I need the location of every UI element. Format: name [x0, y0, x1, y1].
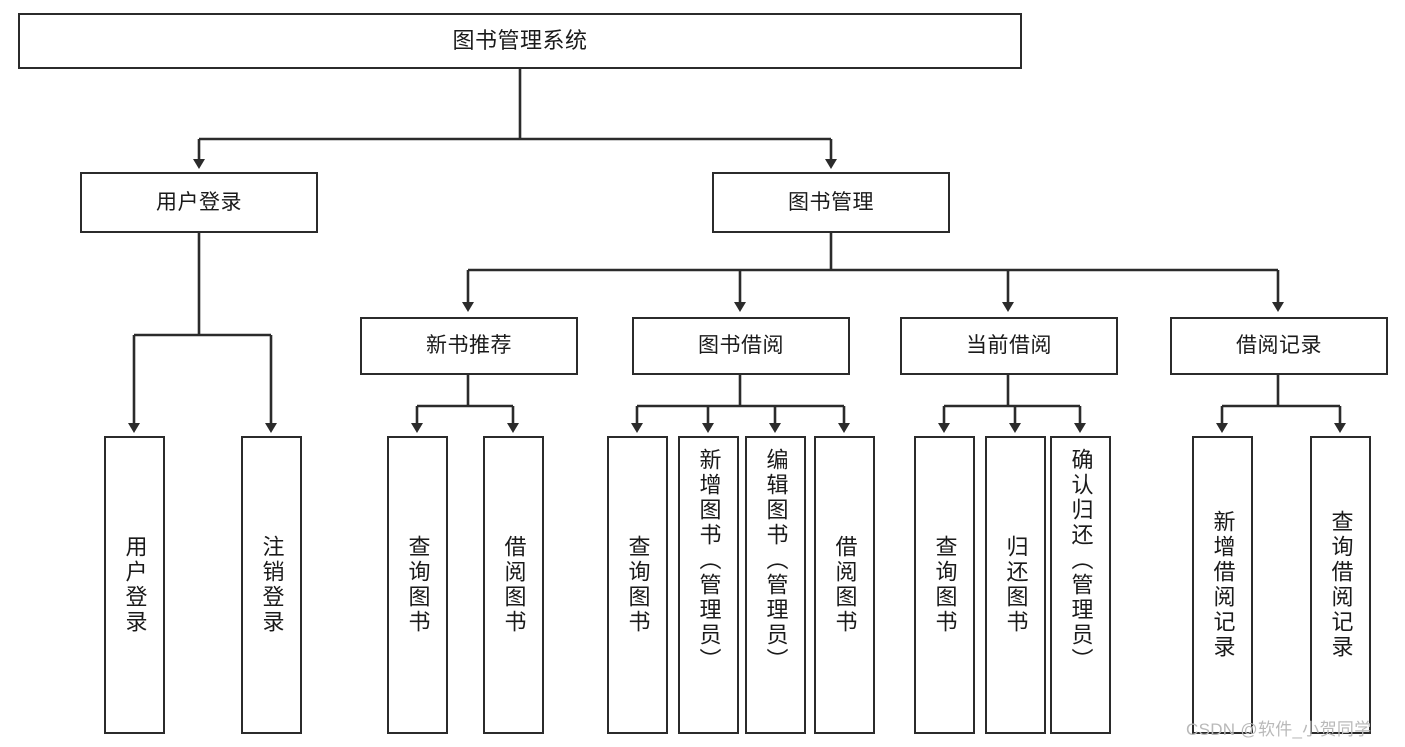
node-leaf-return-book-label: 归还图书 — [1003, 535, 1029, 635]
node-leaf-edit-book-label: 编辑图书（管理员） — [763, 448, 789, 673]
node-leaf-add-book[interactable]: 新增图书（管理员） — [678, 436, 739, 734]
node-book-manage-label: 图书管理 — [788, 190, 874, 214]
node-leaf-query-book-2[interactable]: 查询图书 — [607, 436, 668, 734]
watermark: CSDN @软件_小贺同学 — [1186, 720, 1372, 739]
node-borrow-record[interactable]: 借阅记录 — [1170, 317, 1388, 375]
node-leaf-confirm-return-label: 确认归还（管理员） — [1068, 448, 1094, 673]
node-current-borrow-label: 当前借阅 — [966, 334, 1052, 358]
node-leaf-user-login[interactable]: 用户登录 — [104, 436, 165, 734]
node-user-login[interactable]: 用户登录 — [80, 172, 318, 233]
node-leaf-query-book-3-label: 查询图书 — [932, 535, 958, 635]
node-leaf-add-record[interactable]: 新增借阅记录 — [1192, 436, 1253, 734]
node-leaf-logout-login[interactable]: 注销登录 — [241, 436, 302, 734]
node-new-book-recommend-label: 新书推荐 — [426, 334, 512, 358]
node-leaf-add-record-label: 新增借阅记录 — [1210, 510, 1236, 660]
node-leaf-user-login-label: 用户登录 — [122, 535, 148, 635]
node-new-book-recommend[interactable]: 新书推荐 — [360, 317, 578, 375]
node-leaf-query-book-2-label: 查询图书 — [625, 535, 651, 635]
node-leaf-add-book-label: 新增图书（管理员） — [696, 448, 722, 673]
node-root-label: 图书管理系统 — [452, 27, 588, 53]
node-book-borrow[interactable]: 图书借阅 — [632, 317, 850, 375]
node-leaf-edit-book[interactable]: 编辑图书（管理员） — [745, 436, 806, 734]
node-leaf-query-book-3[interactable]: 查询图书 — [914, 436, 975, 734]
node-user-login-label: 用户登录 — [156, 190, 242, 214]
node-current-borrow[interactable]: 当前借阅 — [900, 317, 1118, 375]
node-book-manage[interactable]: 图书管理 — [712, 172, 950, 233]
node-leaf-borrow-book-2[interactable]: 借阅图书 — [814, 436, 875, 734]
node-book-borrow-label: 图书借阅 — [698, 334, 784, 358]
node-root[interactable]: 图书管理系统 — [18, 13, 1022, 69]
node-leaf-logout-login-label: 注销登录 — [259, 535, 285, 635]
node-leaf-query-book-1[interactable]: 查询图书 — [387, 436, 448, 734]
node-leaf-borrow-book-2-label: 借阅图书 — [832, 535, 858, 635]
node-leaf-query-book-1-label: 查询图书 — [405, 535, 431, 635]
node-leaf-confirm-return[interactable]: 确认归还（管理员） — [1050, 436, 1111, 734]
node-leaf-borrow-book-1[interactable]: 借阅图书 — [483, 436, 544, 734]
node-leaf-return-book[interactable]: 归还图书 — [985, 436, 1046, 734]
node-leaf-query-record-label: 查询借阅记录 — [1328, 510, 1354, 660]
node-borrow-record-label: 借阅记录 — [1236, 334, 1322, 358]
node-leaf-borrow-book-1-label: 借阅图书 — [501, 535, 527, 635]
node-leaf-query-record[interactable]: 查询借阅记录 — [1310, 436, 1371, 734]
